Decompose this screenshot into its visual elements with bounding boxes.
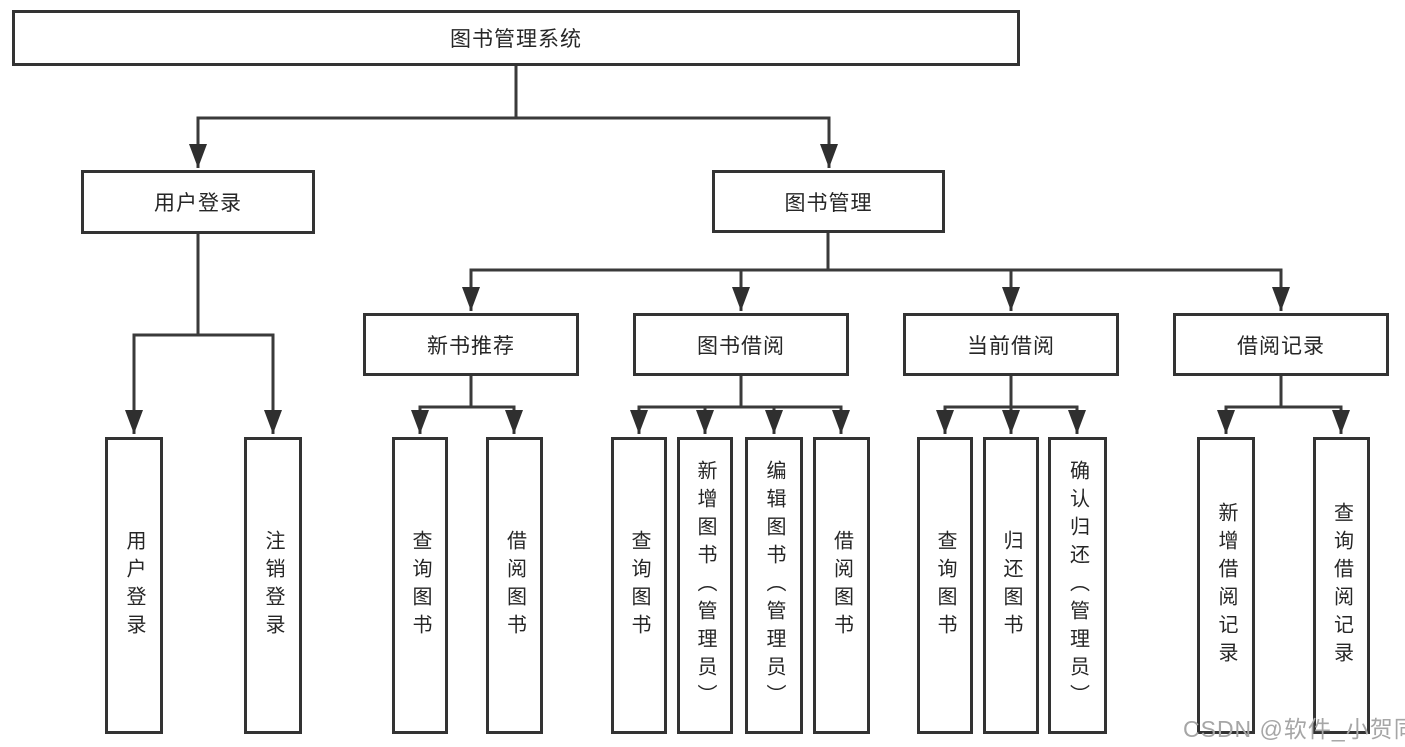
leaf-label: 用户登录 (123, 529, 145, 642)
node-label: 当前借阅 (967, 334, 1055, 358)
leaf-label: 借阅图书 (830, 529, 853, 642)
leaf-label: 新增图书（管理员） (694, 459, 716, 712)
leaf-query-borrow-record: 查询借阅记录 (1313, 437, 1370, 734)
watermark: CSDN @软件_小贺同学 (1183, 716, 1405, 742)
node-library-system: 图书管理系统 (12, 10, 1020, 66)
leaf-query-books-borrow: 查询图书 (611, 437, 667, 734)
leaf-add-borrow-record: 新增借阅记录 (1197, 437, 1255, 734)
node-label: 用户登录 (154, 192, 242, 215)
leaf-label: 编辑图书（管理员） (763, 459, 785, 712)
node-book-management: 图书管理 (712, 170, 945, 233)
node-label: 图书管理系统 (450, 28, 582, 51)
node-current-borrowing: 当前借阅 (903, 313, 1119, 376)
leaf-add-book-admin: 新增图书（管理员） (677, 437, 733, 734)
node-label: 图书借阅 (697, 334, 785, 358)
leaf-query-books: 查询图书 (392, 437, 448, 734)
node-label: 借阅记录 (1237, 334, 1325, 358)
leaf-user-login: 用户登录 (105, 437, 163, 734)
leaf-label: 归还图书 (1000, 529, 1022, 642)
leaf-edit-book-admin: 编辑图书（管理员） (745, 437, 803, 734)
leaf-label: 注销登录 (262, 529, 284, 642)
node-new-book-recommend: 新书推荐 (363, 313, 579, 376)
leaf-query-books-current: 查询图书 (917, 437, 973, 734)
node-borrowing-records: 借阅记录 (1173, 313, 1389, 376)
leaf-label: 查询图书 (628, 529, 650, 642)
leaf-borrow-books-2: 借阅图书 (813, 437, 870, 734)
node-book-borrowing: 图书借阅 (633, 313, 849, 376)
leaf-return-book: 归还图书 (983, 437, 1039, 734)
leaf-label: 查询图书 (409, 529, 431, 642)
node-label: 图书管理 (784, 191, 873, 215)
leaf-label: 新增借阅记录 (1215, 501, 1237, 670)
node-user-login: 用户登录 (81, 170, 315, 234)
node-label: 新书推荐 (427, 334, 515, 358)
leaf-logout: 注销登录 (244, 437, 302, 734)
leaf-borrow-books: 借阅图书 (486, 437, 543, 734)
leaf-label: 借阅图书 (503, 529, 526, 642)
leaf-label: 查询图书 (934, 529, 956, 642)
leaf-confirm-return-admin: 确认归还（管理员） (1048, 437, 1107, 734)
leaf-label: 查询借阅记录 (1330, 501, 1353, 670)
leaf-label: 确认归还（管理员） (1066, 459, 1089, 712)
